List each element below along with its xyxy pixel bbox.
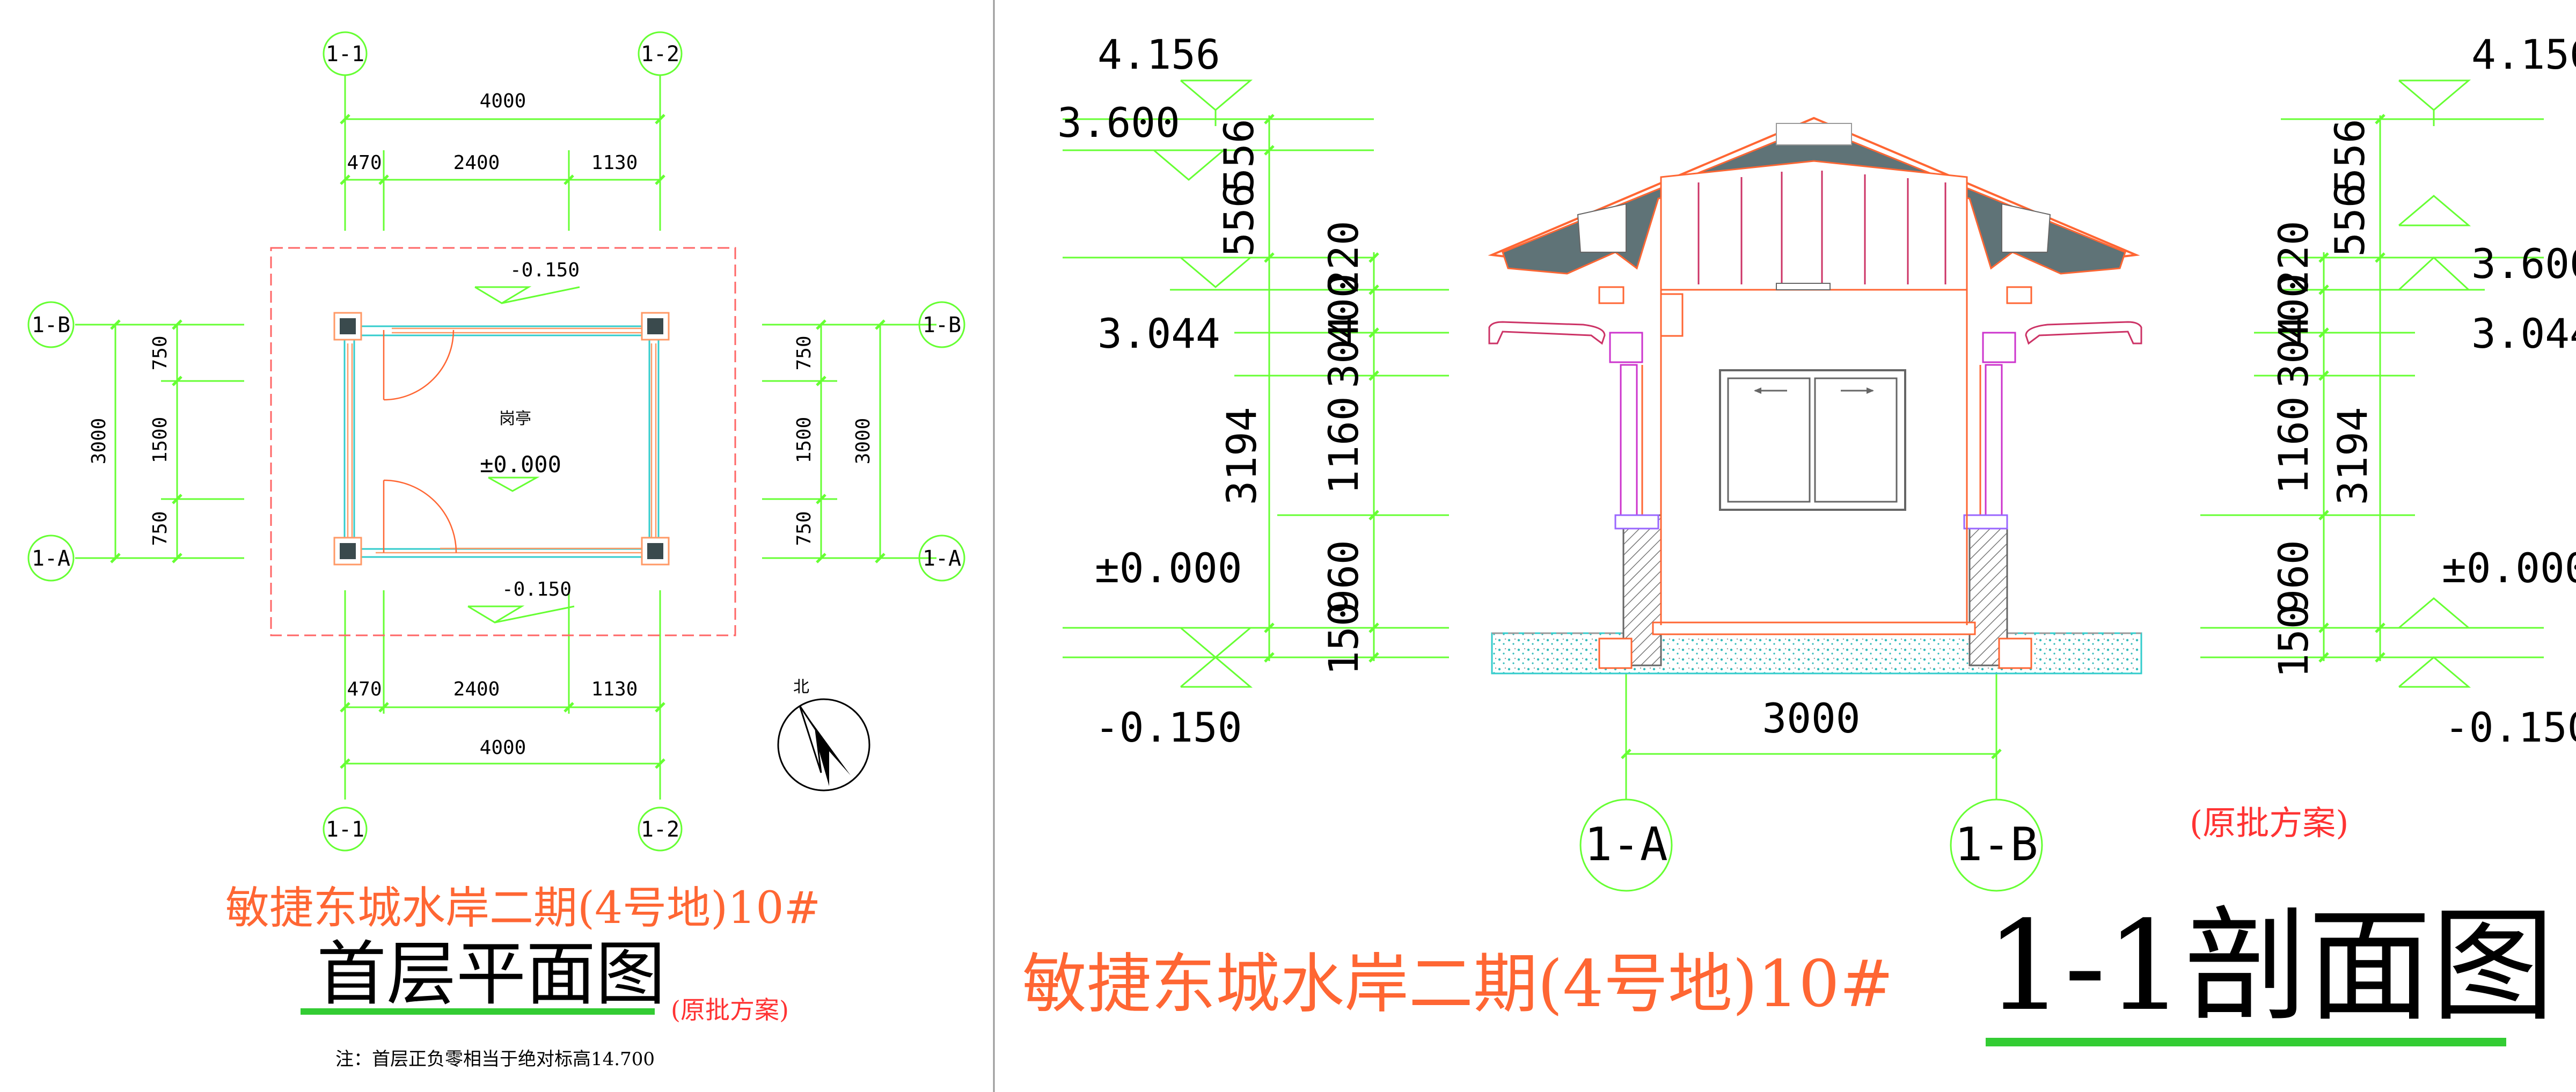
- site-boundary: [270, 247, 736, 636]
- plan-columns: [333, 312, 670, 566]
- level-bottom-minus-0150: -0.150: [502, 578, 572, 600]
- axis-label-1-b-left: 1-B: [32, 313, 70, 338]
- axis-label-1-b-section: 1-B: [1955, 818, 2038, 871]
- dim-top-4000: 4000: [480, 90, 526, 112]
- axis-label-1-b-right: 1-B: [923, 313, 961, 338]
- level-left-3600: 3.600: [1057, 99, 1180, 146]
- dim-top-470: 470: [347, 152, 382, 174]
- level-right-3600: 3.600: [2471, 240, 2576, 288]
- level-right-4156: 4.156: [2471, 31, 2576, 78]
- level-right-0000: ±0.000: [2442, 544, 2576, 592]
- dim-right-3194: 3194: [2329, 407, 2376, 505]
- dim-right-556-bottom: 556: [2326, 183, 2374, 256]
- plan-doors: [383, 329, 457, 553]
- dim-right-400: 400: [2270, 273, 2317, 347]
- level-right-3044: 3.044: [2471, 310, 2576, 357]
- dim-bottom-470: 470: [347, 678, 382, 700]
- plan-drawing-title: 首层平面图: [317, 933, 665, 1015]
- level-left-3044: 3.044: [1097, 310, 1220, 357]
- dim-left-220: 220: [1320, 221, 1367, 294]
- section-roof: [1488, 116, 2140, 291]
- dim-left-556-bottom: 556: [1215, 183, 1263, 256]
- section-approval: (原批方案): [2190, 803, 2348, 842]
- dim-left-1500: 1500: [149, 417, 171, 464]
- dim-top-1130: 1130: [591, 152, 638, 174]
- dim-right-750-bottom: 750: [793, 511, 815, 546]
- north-label: 北: [793, 678, 809, 697]
- section-project-title: 敏捷东城水岸二期(4号地)10#: [1022, 947, 1893, 1022]
- dim-right-750-top: 750: [793, 335, 815, 370]
- dim-left-400: 400: [1320, 273, 1367, 347]
- dim-left-750-top: 750: [149, 335, 171, 370]
- axis-label-1-a-right: 1-A: [923, 546, 961, 571]
- dim-left-556-top: 556: [1215, 119, 1263, 192]
- dim-top-2400: 2400: [453, 152, 500, 174]
- dim-left-3000: 3000: [88, 418, 110, 465]
- dim-left-304: 304: [1320, 314, 1367, 388]
- axis-label-1-2-bottom: 1-2: [641, 817, 679, 842]
- dim-right-556-top: 556: [2326, 119, 2374, 192]
- axis-label-1-a-section: 1-A: [1584, 818, 1667, 871]
- dim-right-150: 150: [2270, 604, 2317, 678]
- room-level: ±0.000: [480, 451, 561, 478]
- axis-label-1-1-top: 1-1: [326, 42, 364, 67]
- dim-left-3194: 3194: [1218, 407, 1265, 505]
- room-name: 岗亭: [499, 409, 531, 428]
- dim-width-3000: 3000: [1762, 694, 1860, 742]
- axis-label-1-a-left: 1-A: [32, 546, 70, 571]
- dim-right-304: 304: [2270, 314, 2317, 388]
- dim-left-1160: 1160: [1320, 396, 1367, 494]
- north-arrow-icon: [777, 698, 870, 791]
- dim-right-220: 220: [2270, 221, 2317, 294]
- dim-right-1160: 1160: [2270, 396, 2317, 494]
- dim-right-3000: 3000: [852, 418, 874, 465]
- dim-bottom-2400: 2400: [453, 678, 500, 700]
- dim-right-1500: 1500: [793, 417, 815, 464]
- level-left-minus-0150: -0.150: [1095, 703, 1242, 751]
- level-left-0000: ±0.000: [1095, 544, 1242, 592]
- dim-left-750-bottom: 750: [149, 511, 171, 546]
- dim-left-150: 150: [1320, 602, 1367, 675]
- level-right-minus-0150: -0.150: [2445, 703, 2576, 751]
- section-window: [1719, 369, 1906, 511]
- section-drawing-title: 1-1剖面图: [1986, 895, 2555, 1038]
- level-left-4156: 4.156: [1097, 31, 1220, 78]
- plan-project-title: 敏捷东城水岸二期(4号地)10#: [225, 883, 821, 934]
- section-drawing: 4.156 3.600 3.044 ±0.000 -0.150 4.156 3.…: [1022, 31, 2576, 1046]
- section-building: [1488, 116, 2142, 675]
- axis-label-1-1-bottom: 1-1: [326, 817, 364, 842]
- dim-left-960: 960: [1320, 540, 1367, 613]
- plan-note: 注：首层正负零相当于绝对标高14.700: [335, 1049, 655, 1070]
- dim-bottom-1130: 1130: [591, 678, 638, 700]
- axis-label-1-2-top: 1-2: [641, 42, 679, 67]
- plan-approval: (原批方案): [671, 995, 789, 1024]
- level-top-minus-0150: -0.150: [510, 259, 580, 281]
- dim-bottom-4000: 4000: [480, 737, 526, 759]
- floor-plan: 1-1 1-2 1-1 1-2 1-B 1-A 1-B 1-A 4000 470…: [27, 31, 965, 1070]
- dim-right-960: 960: [2270, 540, 2317, 613]
